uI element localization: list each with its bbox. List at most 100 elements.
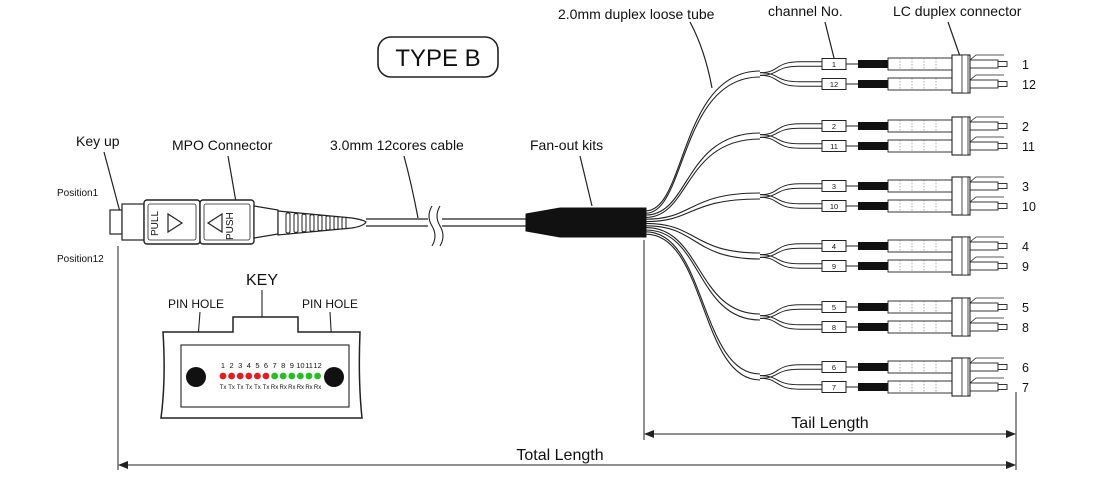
duplex-tube-line bbox=[645, 225, 761, 260]
lc-boot bbox=[858, 142, 888, 150]
boot-rib bbox=[341, 216, 347, 230]
lc-boot bbox=[858, 80, 888, 88]
mpo-connector bbox=[109, 199, 279, 245]
fiber-leg-line bbox=[759, 61, 801, 74]
duplex-tube-leader bbox=[689, 21, 713, 89]
channel-end-label: 5 bbox=[1022, 301, 1029, 315]
duplex-tube-line bbox=[645, 231, 761, 375]
fiber-leg-line bbox=[759, 377, 801, 390]
lc-ferrule-tip bbox=[997, 324, 1008, 330]
fiber-leg-line bbox=[759, 127, 801, 138]
fiber-leg-line bbox=[759, 183, 801, 196]
lc-boot bbox=[858, 242, 888, 250]
lc-ferrule bbox=[969, 79, 999, 89]
lc-ferrule-tip bbox=[997, 243, 1008, 249]
lc-ferrule-tip bbox=[997, 203, 1008, 209]
channel-label: 1 bbox=[832, 60, 836, 69]
fiber-position-role: Tx bbox=[220, 385, 227, 391]
lc-duplex-clip-inner bbox=[961, 357, 969, 397]
lc-latch bbox=[969, 136, 1004, 143]
channel-label: 10 bbox=[830, 202, 838, 211]
fiber-position-number: 1 bbox=[221, 361, 225, 370]
lc-ferrule bbox=[969, 201, 999, 211]
channel-label: 5 bbox=[832, 303, 836, 312]
lc-ferrule-tip bbox=[997, 81, 1008, 87]
pull-arrow-icon bbox=[167, 212, 184, 234]
mpo-connector-label: MPO Connector bbox=[172, 137, 273, 153]
total-arrow-left bbox=[118, 461, 128, 469]
type-title-box bbox=[377, 36, 499, 78]
fiber-leg-line bbox=[759, 194, 801, 205]
lc-ferrule-tip bbox=[997, 263, 1008, 269]
channel-label: 9 bbox=[832, 262, 836, 271]
fiber-leg-line bbox=[759, 308, 801, 319]
fanout-label: Fan-out kits bbox=[530, 137, 603, 153]
lc-ferrule bbox=[969, 261, 999, 271]
channel-end-label: 2 bbox=[1022, 120, 1029, 134]
fiber-position: 5Tx bbox=[254, 361, 261, 391]
fiber-position-role: Tx bbox=[263, 385, 270, 391]
fiber-position: 2Tx bbox=[228, 361, 236, 391]
fiber-position-role: Tx bbox=[245, 385, 252, 391]
pin-hole-right-icon bbox=[324, 367, 344, 387]
lc-ferrule bbox=[969, 121, 999, 131]
fiber-leg-line bbox=[759, 72, 801, 83]
pull-label: PULL bbox=[150, 211, 161, 236]
push-label: PUSH bbox=[225, 212, 236, 240]
lc-body bbox=[887, 380, 953, 394]
lc-body bbox=[887, 179, 953, 193]
fiber-position-role: Rx bbox=[297, 385, 304, 391]
fiber-position-role: Tx bbox=[254, 385, 261, 391]
lc-ferrule-tip bbox=[997, 183, 1008, 189]
lc-ferrule bbox=[969, 382, 999, 392]
channel-label: 3 bbox=[832, 182, 836, 191]
fiber-position-number: 9 bbox=[290, 361, 294, 370]
fiber-leg-line bbox=[759, 247, 801, 258]
lc-body bbox=[887, 139, 953, 153]
lc-latch bbox=[969, 357, 1004, 364]
push-arrow-icon bbox=[206, 212, 223, 234]
pin-hole-right-label: PIN HOLE bbox=[302, 297, 358, 311]
duplex-tube-line bbox=[645, 138, 761, 218]
duplex-tube-line bbox=[645, 227, 761, 315]
fiber-position-number: 7 bbox=[273, 361, 277, 370]
lc-body bbox=[887, 119, 953, 133]
channel-end-label: 9 bbox=[1022, 260, 1029, 274]
type-title: TYPE B bbox=[395, 45, 480, 72]
lc-boot bbox=[858, 363, 888, 371]
fiber-position-dot bbox=[219, 372, 227, 380]
total-length-label: Total Length bbox=[516, 447, 603, 464]
key-up-leader bbox=[103, 151, 121, 213]
lc-latch bbox=[969, 176, 1004, 183]
duplex-tube-line bbox=[645, 198, 761, 223]
duplex-tube-line bbox=[645, 192, 761, 220]
fiber-leg-line bbox=[759, 256, 801, 269]
fiber-position-role: Rx bbox=[271, 385, 278, 391]
fiber-position: 7Rx bbox=[271, 361, 278, 391]
channel-end-label: 3 bbox=[1022, 180, 1029, 194]
lc-ferrule-tip bbox=[997, 384, 1008, 390]
fiber-position-dot bbox=[262, 372, 270, 380]
lc-ferrule bbox=[969, 141, 999, 151]
channel-label: 12 bbox=[830, 80, 838, 89]
fiber-leg-line bbox=[759, 254, 801, 265]
channel-end-label: 7 bbox=[1022, 381, 1029, 395]
fiber-position-dot bbox=[305, 372, 313, 380]
boot-rib bbox=[333, 216, 339, 230]
duplex-tube-label: 2.0mm duplex loose tube bbox=[558, 6, 715, 22]
fiber-leg-line bbox=[759, 134, 801, 145]
fiber-leg-line bbox=[759, 74, 801, 87]
cable-break-mark-right bbox=[436, 205, 444, 247]
lc-latch bbox=[969, 236, 1004, 243]
fiber-position-number: 5 bbox=[255, 361, 259, 370]
fiber-leg-line bbox=[759, 123, 801, 136]
lc-body bbox=[887, 199, 953, 213]
fiber-leg-line bbox=[759, 196, 801, 209]
